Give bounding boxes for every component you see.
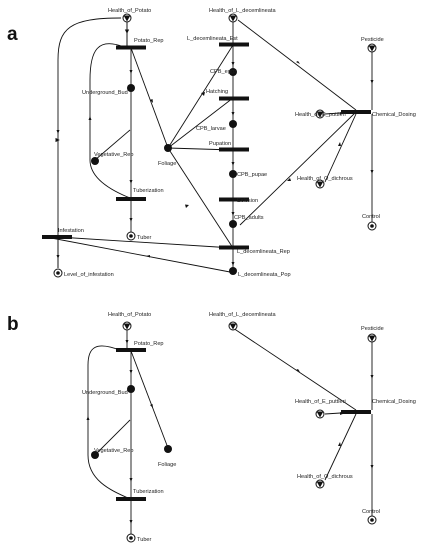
panel-label-b: b [7,314,19,335]
place-ldec-pop-dot [229,267,237,275]
sink-level-infestation-icon [53,268,63,278]
source-health-potato-icon [122,13,132,23]
label-cpb-pupae: CPB_pupae [237,172,267,178]
label-underground-bud: Underground_Bud [82,90,128,96]
panel-a-places [91,68,237,275]
sink-b-control-icon [367,515,377,525]
transition-b-tuberization-bar [116,497,146,501]
label-health-of-ldec: Health_of_L_decemlineata [209,8,276,14]
label-infestation: Infestation [58,228,84,234]
transition-chemical-dosing-bar [341,110,371,114]
label-ldec-pop: L_decemlineata_Pop [238,272,291,278]
label-b-health-of-potato: Health_of_Potato [108,312,151,318]
panel-b-arrowheads [86,340,374,524]
place-vegetative-rep-dot [91,157,99,165]
label-ldec-rep: L_decemlineata_Rep [237,249,290,255]
label-cpb-eggs: CPB_eggs [210,69,237,75]
panel-a-sink-places [53,221,377,278]
transition-pupation-bar [219,147,249,152]
place-cpb-adults-dot [229,220,237,228]
transition-ldec-rep-bar [219,245,249,250]
panel-label-a: a [7,24,18,45]
label-b-vegetative-rep: Vegetative_Rep [94,448,134,454]
source-health-odich-icon [315,179,325,189]
sink-tuber-icon [126,231,136,241]
place-b-vegetative-rep-dot [91,451,99,459]
source-b-health-potato-icon [122,321,132,331]
source-health-eput-icon [315,109,325,119]
transition-b-chemical-dosing-bar [341,410,371,414]
place-cpb-eggs-dot [229,68,237,76]
label-b-foliage: Foliage [158,462,176,468]
transition-eclosion-bar [219,197,249,202]
panel-b-sink-places [126,515,377,543]
label-b-health-of-e-puttleri: Health_of_E_puttleri [295,399,346,405]
sink-b-tuber-icon [126,533,136,543]
label-b-pesticide: Pesticide [361,326,384,332]
source-b-health-odich-icon [315,479,325,489]
label-b-control: Control [362,509,380,515]
place-underground-bud-dot [127,84,135,92]
panel-a-arrowheads [56,30,374,266]
panel-a-transitions [42,42,371,250]
panel-b-source-places [122,321,377,489]
panel-b-labels: Health_of_Potato Health_of_L_decemlineat… [82,312,416,543]
source-health-ldec-icon [228,13,238,23]
label-vegetative-rep: Vegetative_Rep [94,152,134,158]
label-chemical-dosing: Chemical_Dosing [372,112,416,118]
label-foliage: Foliage [158,161,176,167]
place-cpb-larvae-dot [229,120,237,128]
source-pesticide-icon [367,43,377,53]
label-cpb-adults: CPB_adults [234,215,264,221]
transition-ldec-est-bar [219,42,249,47]
transition-b-potato-rep-bar [116,348,146,352]
source-b-health-eput-icon [315,409,325,419]
label-cpb-larvae: CPB_larvae [196,126,226,132]
place-foliage-dot [164,144,172,152]
place-b-foliage-dot [164,445,172,453]
transition-potato-rep-bar [116,45,146,50]
panel-b-arcs [87,327,373,535]
panel-a-labels: Health_of_Potato Health_of_L_decemlineat… [58,8,416,278]
label-pupation: Pupation [209,141,231,147]
label-b-health-of-ldec: Health_of_L_decemlineata [209,312,276,318]
place-cpb-pupae-dot [229,170,237,178]
label-eclosion: Eclosion [237,198,258,204]
panel-b-places [91,385,172,459]
label-ldec-est: L_decemlineata_Est [187,36,238,42]
label-level-of-infestation: Level_of_infestation [64,272,114,278]
label-b-underground-bud: Underground_Bud [82,390,128,396]
label-b-tuber: Tuber [137,537,152,543]
label-pesticide: Pesticide [361,37,384,43]
panel-a-source-places [122,13,377,189]
transition-tuberization-bar [116,197,146,201]
panel-a-arcs [45,17,373,273]
label-hatching: Hatching [206,89,228,95]
panel-b-transitions [116,348,371,501]
sink-control-icon [367,221,377,231]
panel-b: b [7,312,416,543]
panel-a: a [7,8,416,278]
transition-infestation-bar [42,235,72,239]
label-potato-rep: Potato_Rep [134,38,164,44]
label-tuberization: Tuberization [133,188,164,194]
label-tuber: Tuber [137,235,152,241]
label-b-tuberization: Tuberization [133,489,164,495]
label-b-health-of-o-dichrous: Health_of_O_dichrous [297,474,353,480]
source-b-pesticide-icon [367,333,377,343]
label-health-of-o-dichrous: Health_of_O_dichrous [297,176,353,182]
transition-hatching-bar [219,96,249,101]
place-b-underground-bud-dot [127,385,135,393]
label-health-of-potato: Health_of_Potato [108,8,151,14]
source-b-health-ldec-icon [228,321,238,331]
label-control: Control [362,214,380,220]
label-b-potato-rep: Potato_Rep [134,341,164,347]
label-b-chemical-dosing: Chemical_Dosing [372,399,416,405]
label-health-of-e-puttleri: Health_of_E_puttleri [295,112,346,118]
